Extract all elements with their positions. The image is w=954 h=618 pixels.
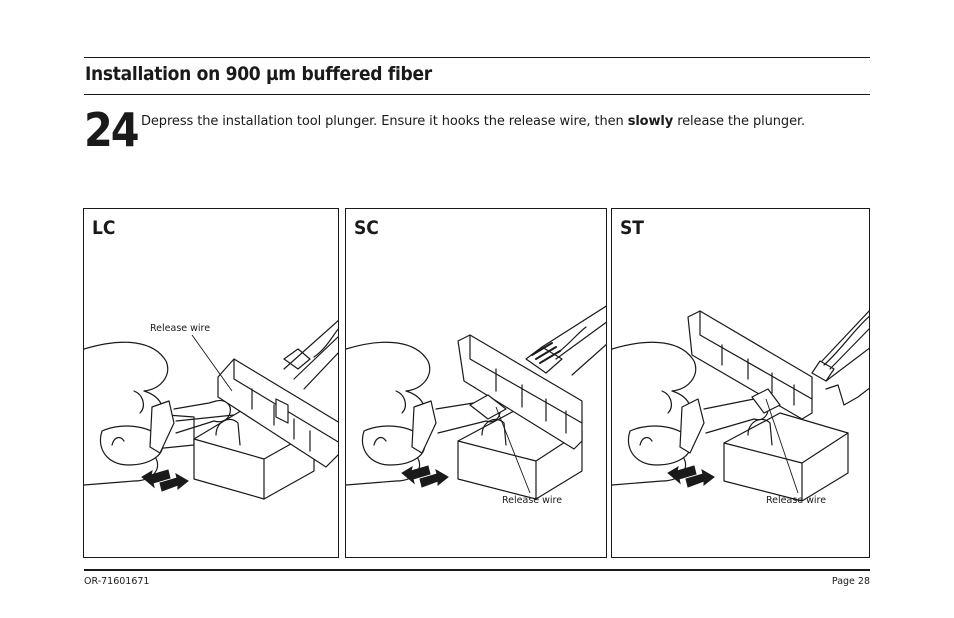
document-number: OR-71601671 <box>84 576 150 587</box>
callout-release-wire-lc: Release wire <box>150 323 211 334</box>
panel-lc: LC <box>83 208 339 558</box>
panel-sc: SC <box>345 208 607 558</box>
panel-label-sc: SC <box>354 217 379 239</box>
section-title: Installation on 900 µm buffered fiber <box>85 63 432 85</box>
st-installation-illustration <box>612 310 869 502</box>
instruction-text-after: release the plunger. <box>673 114 806 129</box>
instruction-emphasis: slowly <box>627 114 674 129</box>
top-rule <box>84 57 870 58</box>
panel-label-lc: LC <box>92 217 116 239</box>
bottom-rule <box>84 569 870 571</box>
title-rule <box>84 94 870 95</box>
instruction-text-before: Depress the installation tool plunger. E… <box>141 114 628 129</box>
step-instruction: Depress the installation tool plunger. E… <box>141 114 805 129</box>
sc-installation-illustration <box>346 305 606 500</box>
callout-release-wire-sc: Release wire <box>502 495 563 506</box>
page-number: Page 28 <box>831 576 870 587</box>
panel-label-st: ST <box>620 217 644 239</box>
callout-release-wire-st: Release wire <box>766 495 827 506</box>
panel-st: ST <box>611 208 870 558</box>
lc-installation-illustration <box>84 319 338 500</box>
step-number: 24 <box>84 103 140 157</box>
